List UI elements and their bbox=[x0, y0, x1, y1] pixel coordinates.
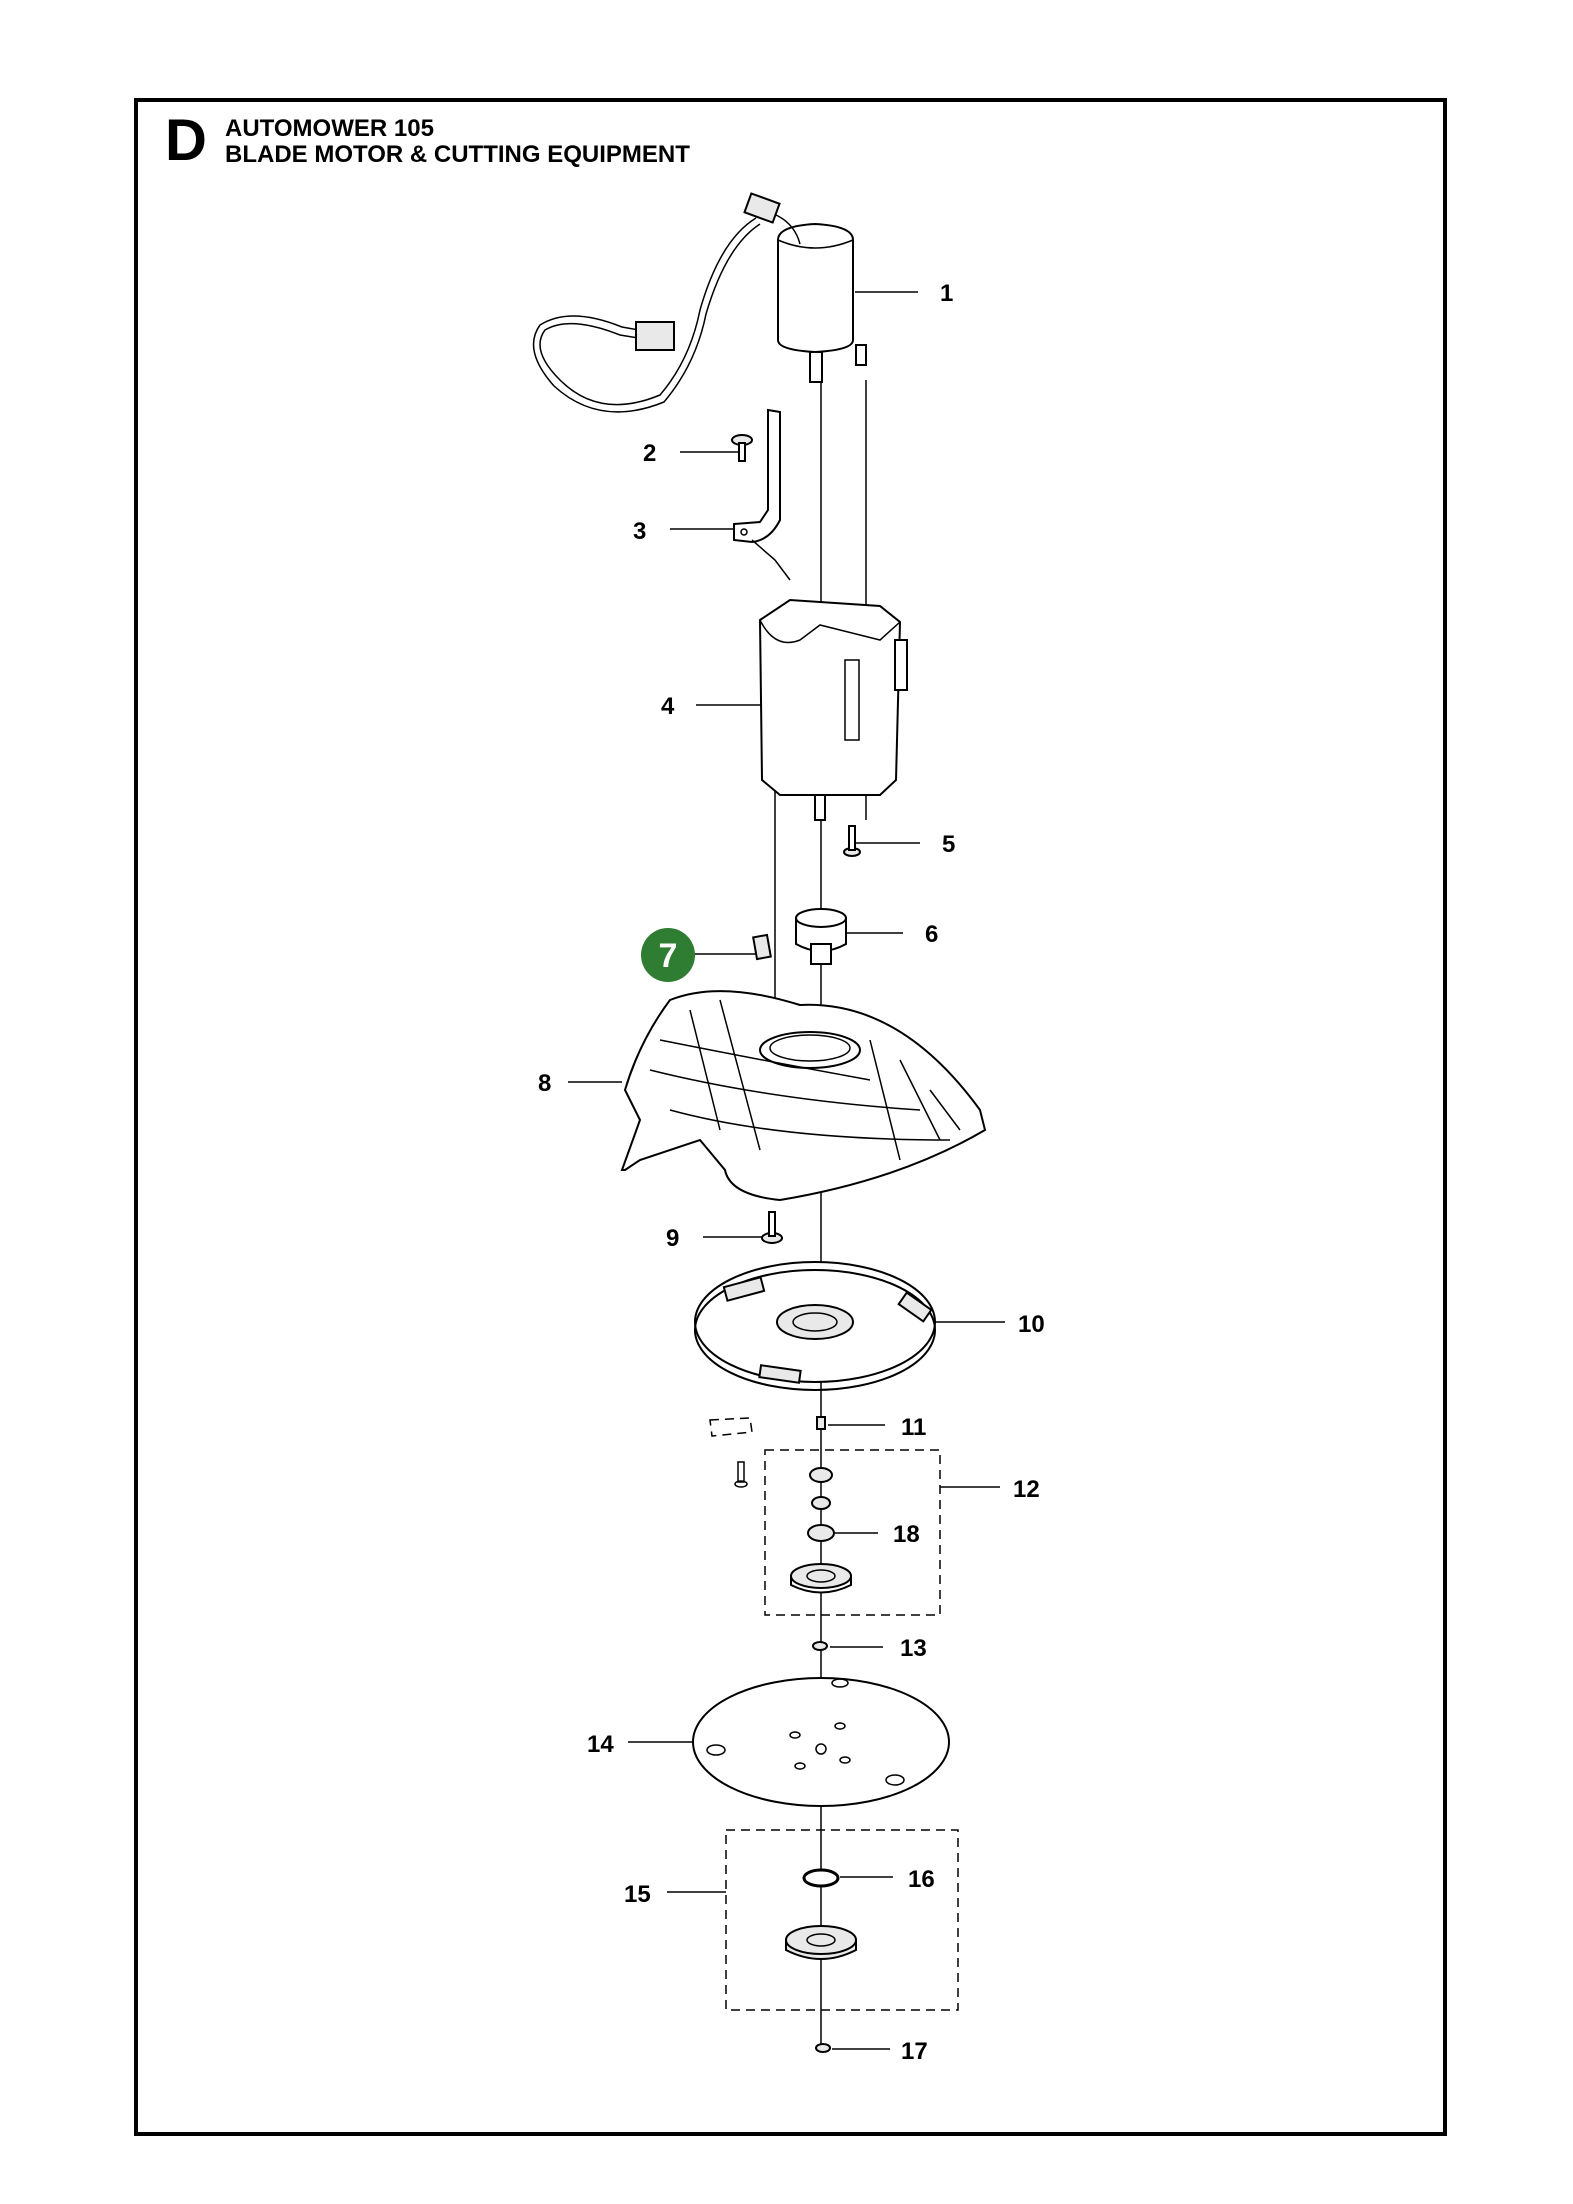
callout-12[interactable]: 12 bbox=[1013, 1476, 1040, 1503]
spare-blade-detail bbox=[709, 1417, 753, 1488]
callout-10[interactable]: 10 bbox=[1018, 1311, 1045, 1338]
section-letter: D bbox=[165, 108, 207, 173]
screw-part-5[interactable] bbox=[843, 825, 861, 857]
page-frame bbox=[134, 98, 1447, 2136]
skid-plate-part[interactable] bbox=[692, 1677, 950, 1807]
bearing-kit-box bbox=[764, 1449, 941, 1616]
screw-part-17[interactable] bbox=[815, 2043, 831, 2053]
callout-2[interactable]: 2 bbox=[643, 440, 656, 467]
callout-6[interactable]: 6 bbox=[925, 921, 938, 948]
blade-guard-part[interactable] bbox=[620, 990, 987, 1202]
title-model: AUTOMOWER 105 bbox=[225, 115, 434, 142]
set-screw-part-7[interactable] bbox=[752, 933, 772, 961]
highlight-badge bbox=[641, 928, 695, 982]
hub-kit-box bbox=[725, 1829, 959, 2011]
callout-18[interactable]: 18 bbox=[893, 1521, 920, 1548]
connector-plug bbox=[635, 321, 675, 351]
motor-hub-part[interactable] bbox=[795, 908, 847, 965]
callout-11[interactable]: 11 bbox=[901, 1414, 926, 1441]
screw-part-2[interactable] bbox=[731, 434, 753, 462]
diagram-title: AUTOMOWER 105 BLADE MOTOR & CUTTING EQUI… bbox=[225, 115, 690, 169]
motor-holder-part[interactable] bbox=[758, 598, 908, 821]
blade-motor-part[interactable] bbox=[532, 192, 867, 413]
callout-8[interactable]: 8 bbox=[538, 1070, 551, 1097]
bracket-part-3[interactable] bbox=[733, 408, 791, 581]
callout-1[interactable]: 1 bbox=[940, 280, 953, 307]
hub-kit-parts[interactable] bbox=[785, 1868, 857, 1960]
callout-17[interactable]: 17 bbox=[901, 2038, 928, 2065]
callout-13[interactable]: 13 bbox=[900, 1635, 927, 1662]
callout-4[interactable]: 4 bbox=[661, 693, 675, 720]
callout-7[interactable]: 7 bbox=[659, 937, 678, 975]
bearing-kit-parts[interactable] bbox=[790, 1467, 852, 1594]
callout-14[interactable]: 14 bbox=[587, 1731, 614, 1758]
callout-16[interactable]: 16 bbox=[908, 1866, 935, 1893]
blade-disc-part[interactable] bbox=[694, 1261, 936, 1391]
screw-part-13[interactable] bbox=[812, 1641, 828, 1651]
callout-5[interactable]: 5 bbox=[942, 831, 955, 858]
title-section: BLADE MOTOR & CUTTING EQUIPMENT bbox=[225, 141, 690, 169]
screw-part-9[interactable] bbox=[761, 1211, 783, 1244]
callout-3[interactable]: 3 bbox=[633, 518, 646, 545]
callout-15[interactable]: 15 bbox=[624, 1881, 651, 1908]
screw-part-11[interactable] bbox=[816, 1416, 826, 1430]
callout-9[interactable]: 9 bbox=[666, 1225, 679, 1252]
